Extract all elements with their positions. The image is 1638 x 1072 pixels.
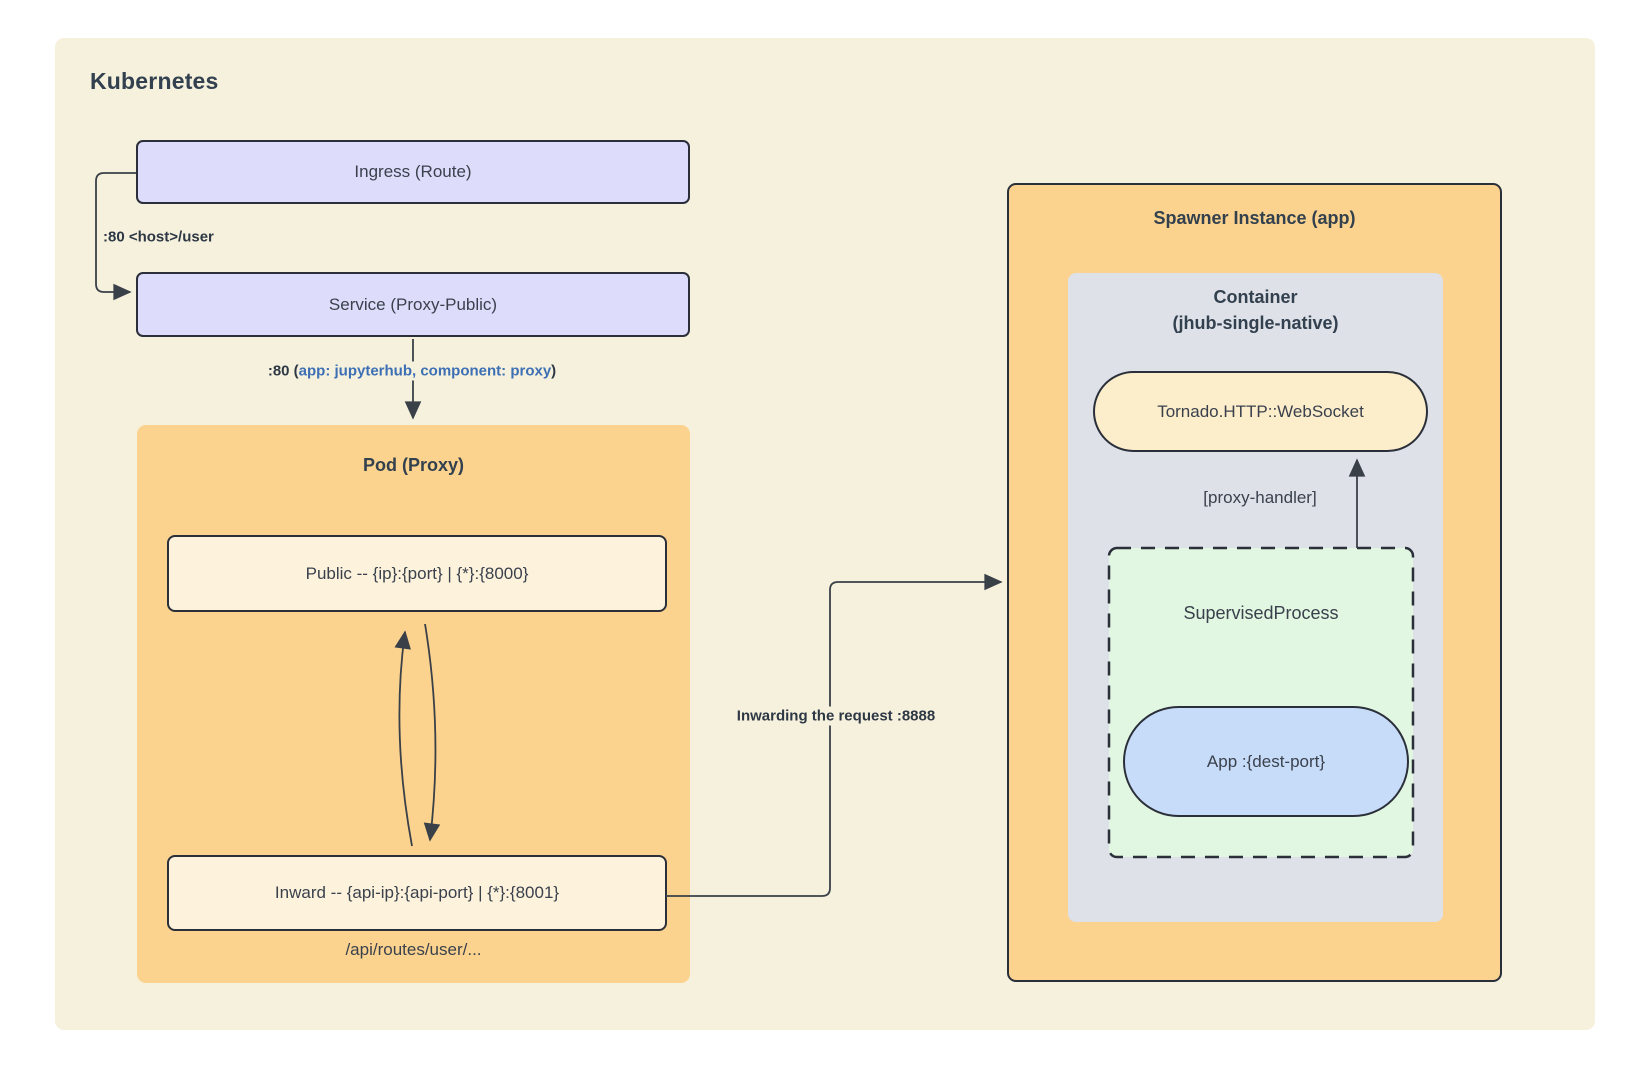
group-container-title: Container (jhub-single-native)	[1068, 284, 1443, 336]
node-service-label: Service (Proxy-Public)	[328, 294, 498, 314]
edge-label-selector-value: app: jupyterhub, component: proxy	[298, 362, 552, 380]
node-inward-endpoint: Inward -- {api-ip}:{api-port} | {*}:{800…	[167, 855, 667, 931]
node-public-endpoint-label: Public -- {ip}:{port} | {*}:{8000}	[305, 563, 529, 583]
edge-label-inwarding-request: Inwarding the request :8888	[733, 706, 939, 726]
node-app-dest-port: App :{dest-port}	[1123, 706, 1409, 817]
group-spawner-instance-title: Spawner Instance (app)	[1153, 208, 1356, 228]
container-title-line1: Container	[1213, 287, 1298, 307]
container-title-line2: (jhub-single-native)	[1172, 313, 1339, 333]
node-inward-endpoint-label: Inward -- {api-ip}:{api-port} | {*}:{800…	[274, 883, 560, 902]
edge-label-selector-suffix: )	[551, 362, 557, 380]
group-supervised-process-label: SupervisedProcess	[1183, 603, 1339, 623]
node-ingress: Ingress (Route)	[136, 140, 690, 204]
node-public-endpoint: Public -- {ip}:{port} | {*}:{8000}	[167, 535, 667, 612]
kubernetes-panel-title: Kubernetes	[90, 68, 219, 94]
node-ingress-label: Ingress (Route)	[354, 162, 472, 181]
group-pod-proxy-title: Pod (Proxy)	[362, 455, 464, 475]
api-routes-note: /api/routes/user/...	[345, 940, 482, 959]
node-app-dest-port-label: App :{dest-port}	[1206, 751, 1326, 771]
proxy-handler-label: [proxy-handler]	[1203, 488, 1317, 507]
edge-label-host-user: :80 <host>/user	[100, 227, 217, 247]
edge-label-service-selector: :80 (app: jupyterhub, component: proxy)	[264, 361, 560, 381]
node-service: Service (Proxy-Public)	[136, 272, 690, 337]
node-tornado-websocket-label: Tornado.HTTP::WebSocket	[1157, 401, 1364, 421]
node-tornado-websocket: Tornado.HTTP::WebSocket	[1093, 371, 1428, 452]
edge-label-selector-prefix: :80 (	[267, 362, 299, 380]
